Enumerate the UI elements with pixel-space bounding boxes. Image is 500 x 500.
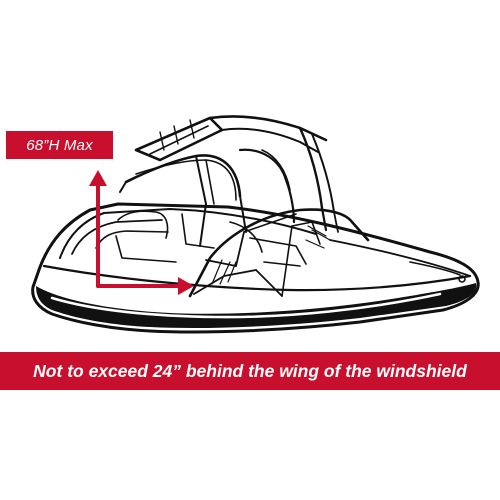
measurement-arrows xyxy=(96,180,184,288)
boat-hull xyxy=(31,202,480,334)
arrow-right-head xyxy=(178,277,194,295)
windshield xyxy=(188,208,370,298)
instruction-banner: Not to exceed 24” behind the wing of the… xyxy=(33,360,467,381)
height-max-label: 68”H Max xyxy=(26,136,93,154)
banner-box xyxy=(0,352,500,390)
arrow-up-head xyxy=(89,170,107,186)
height-label-box xyxy=(6,131,113,159)
wakeboard-tower xyxy=(119,115,339,247)
